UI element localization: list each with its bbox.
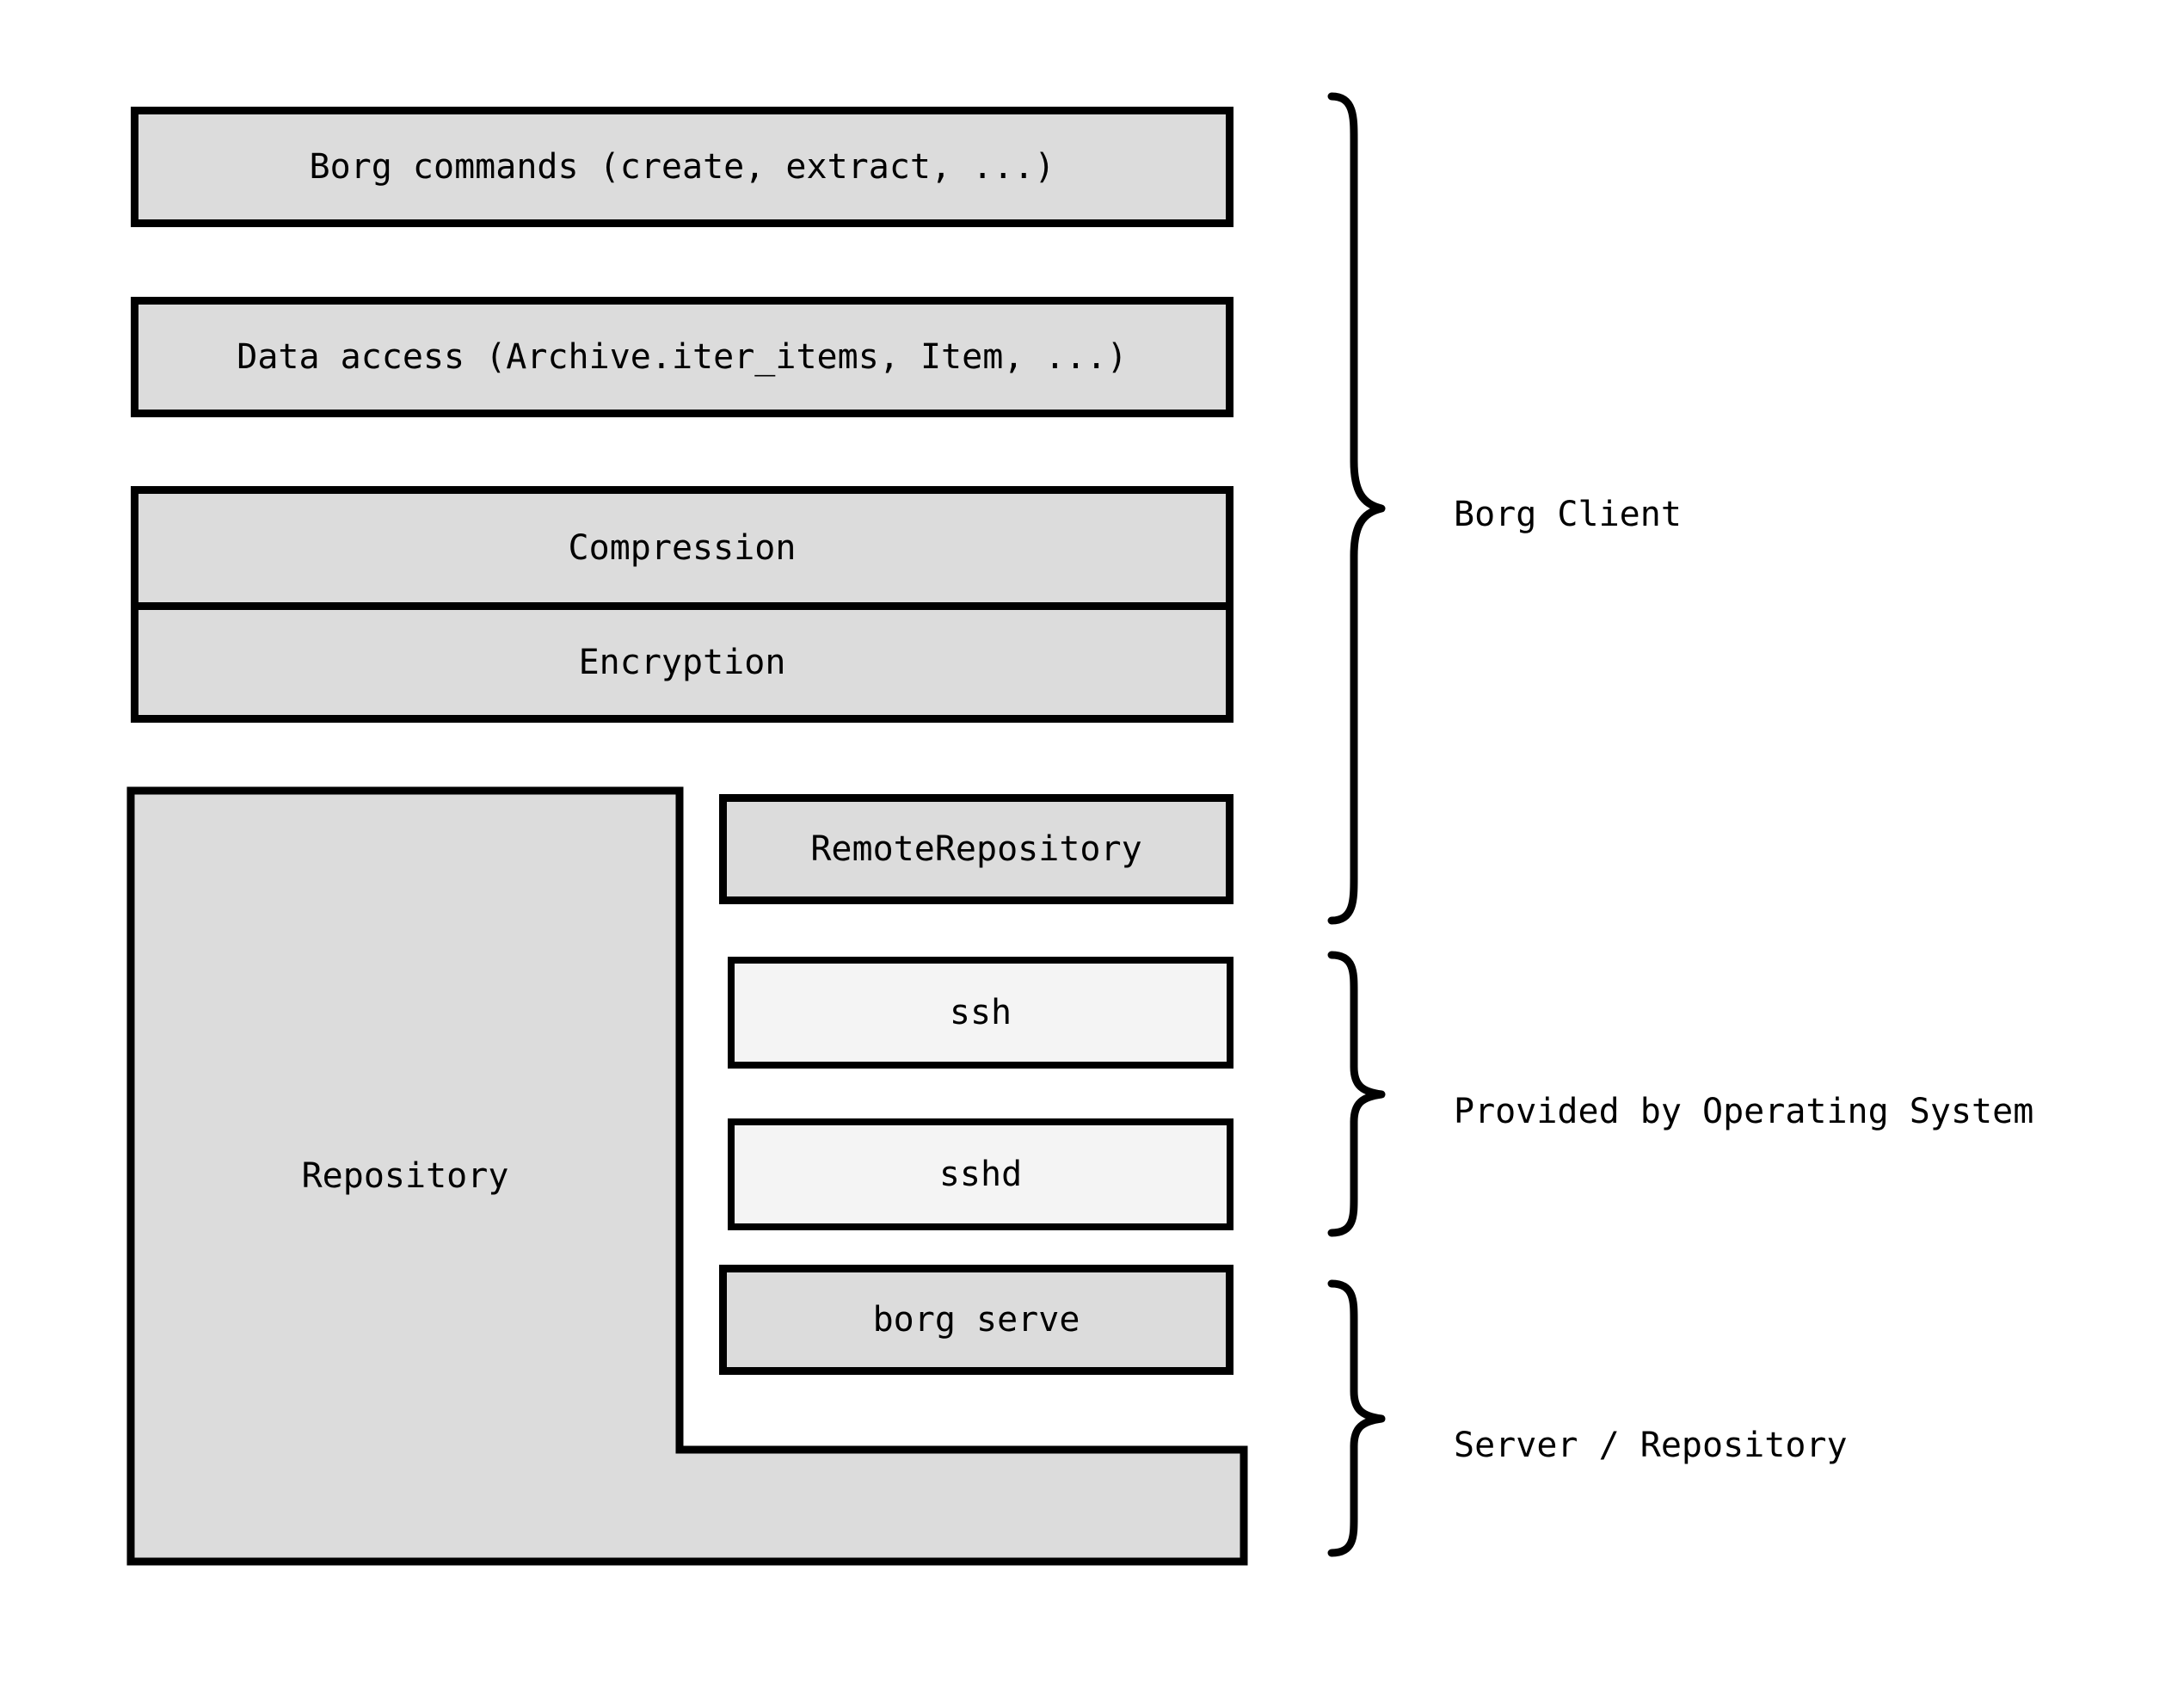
box-borg-serve[interactable]: borg serve (719, 1265, 1233, 1375)
box-borg-commands[interactable]: Borg commands (create, extract, ...) (131, 107, 1233, 227)
box-ssh[interactable]: ssh (728, 957, 1233, 1069)
box-repository[interactable] (120, 781, 1256, 1577)
brace-server-repository (1325, 1278, 1393, 1558)
box-encryption-label: Encryption (578, 643, 786, 682)
brace-borg-client (1325, 91, 1393, 926)
group-label-borg-client: Borg Client (1454, 495, 1682, 534)
repository-outline (126, 786, 1248, 1566)
box-borg-serve-label: borg serve (872, 1300, 1080, 1340)
box-borg-commands-label: Borg commands (create, extract, ...) (309, 147, 1055, 187)
group-label-operating-system: Provided by Operating System (1454, 1092, 2034, 1131)
box-compression-label: Compression (568, 528, 797, 568)
box-compression[interactable]: Compression (131, 486, 1233, 607)
box-encryption[interactable]: Encryption (131, 607, 1233, 723)
box-ssh-label: ssh (949, 993, 1012, 1032)
box-remote-repository-label: RemoteRepository (810, 829, 1142, 869)
box-data-access[interactable]: Data access (Archive.iter_items, Item, .… (131, 297, 1233, 417)
box-data-access-label: Data access (Archive.iter_items, Item, .… (237, 337, 1128, 377)
box-remote-repository[interactable]: RemoteRepository (719, 794, 1233, 904)
box-sshd[interactable]: sshd (728, 1118, 1233, 1230)
group-label-server-repository: Server / Repository (1454, 1426, 1848, 1465)
box-sshd-label: sshd (938, 1155, 1023, 1194)
brace-operating-system (1325, 950, 1393, 1238)
